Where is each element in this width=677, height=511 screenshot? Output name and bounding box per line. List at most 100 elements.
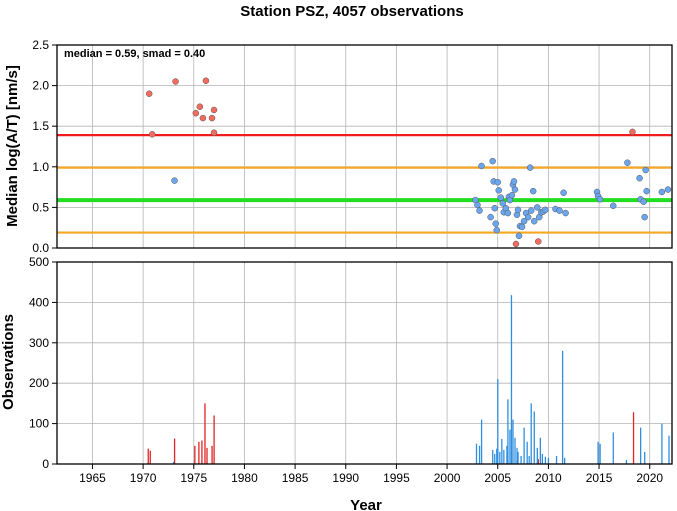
observation-bar [496, 448, 498, 464]
x-tick-label: 2000 [434, 471, 461, 485]
median-point [524, 213, 532, 221]
observations-bars [147, 295, 670, 464]
median-point [476, 207, 483, 214]
median-point [202, 77, 210, 84]
median-point [508, 191, 516, 199]
median-point [511, 186, 519, 193]
observations-y-tick-label: 300 [29, 336, 49, 350]
observation-bar [661, 423, 663, 464]
median-y-axis-title: Median log(A/T) [nm/s] [4, 65, 21, 227]
observation-bar [173, 438, 176, 464]
observation-bar [597, 441, 599, 464]
median-y-ticks: 0.00.51.01.52.02.5 [32, 38, 57, 255]
observation-bar [514, 437, 516, 464]
x-tick-label: 1980 [231, 471, 258, 485]
median-point [629, 128, 636, 136]
observation-bar [528, 455, 530, 464]
median-panel: 0.00.51.01.52.02.5 median = 0.59, smad =… [4, 38, 673, 255]
observation-bar [547, 457, 550, 464]
median-point [489, 157, 496, 165]
median-point [510, 178, 518, 185]
observations-y-tick-label: 0 [42, 457, 49, 471]
observation-bar [147, 448, 149, 464]
observation-bar [668, 435, 670, 464]
observation-bar [507, 399, 509, 464]
observation-bar [475, 443, 478, 464]
observations-y-tick-label: 200 [29, 376, 49, 390]
median-point [192, 109, 200, 117]
observation-bar [632, 412, 635, 464]
median-point [487, 213, 494, 221]
median-point [210, 106, 218, 114]
observations-y-axis-title: Observations [0, 314, 17, 410]
observation-bar [533, 411, 535, 464]
median-point [495, 187, 502, 194]
median-point [515, 232, 523, 240]
median-point [208, 114, 216, 122]
median-point [478, 162, 485, 170]
observation-bar [497, 379, 499, 464]
median-point [518, 223, 526, 231]
observation-bar [544, 456, 547, 464]
median-point [527, 207, 535, 214]
median-point [529, 187, 537, 195]
median-point [609, 202, 617, 210]
median-point [643, 187, 650, 195]
x-tick-label: 2015 [586, 471, 613, 485]
chart-title: Station PSZ, 4057 observations [240, 3, 463, 20]
median-point [533, 204, 541, 211]
median-y-tick-label: 0.5 [32, 200, 49, 214]
median-points [145, 77, 672, 248]
x-tick-label: 1995 [383, 471, 410, 485]
observation-bar [211, 445, 213, 464]
median-point [535, 238, 542, 245]
observation-bar [526, 441, 528, 464]
observations-y-tick-label: 100 [29, 417, 49, 431]
median-point [199, 114, 207, 122]
median-point [636, 174, 643, 182]
median-point [520, 217, 528, 225]
observation-bar [555, 455, 558, 464]
observation-bar [536, 447, 538, 464]
x-tick-label: 2010 [535, 471, 562, 485]
median-panel-grid [57, 44, 672, 249]
median-point [640, 198, 647, 205]
median-point [542, 206, 549, 214]
median-point [499, 200, 507, 207]
observation-bar [499, 451, 501, 464]
x-tick-label: 2020 [636, 471, 663, 485]
observation-bar [213, 415, 215, 464]
x-tick-label: 1990 [332, 471, 359, 485]
observations-y-tick-label: 500 [29, 255, 49, 269]
median-y-tick-label: 1.5 [32, 119, 49, 133]
observation-bar [537, 459, 539, 464]
median-point [493, 226, 500, 234]
median-point [624, 159, 631, 166]
median-point [491, 204, 498, 212]
observation-bar [564, 457, 566, 464]
observation-bar [612, 432, 614, 464]
median-point [562, 209, 569, 217]
median-point [658, 188, 666, 196]
x-axis-title: Year [350, 497, 382, 511]
observation-bar [509, 429, 511, 464]
median-y-tick-label: 2.5 [32, 38, 49, 52]
observation-bar [516, 447, 518, 464]
observation-bar [172, 461, 175, 464]
median-point [664, 186, 672, 193]
observation-bar [520, 455, 522, 464]
observation-bar [480, 419, 483, 464]
observation-bar [198, 441, 200, 464]
observations-panel-grid [57, 261, 672, 465]
observation-bar [625, 459, 628, 464]
median-point [556, 207, 563, 214]
observations-y-ticks: 0 100 200 300 400 500 [29, 255, 57, 471]
median-point [171, 177, 178, 184]
observations-y-tick-label: 400 [29, 295, 49, 309]
x-tick-label: 1985 [282, 471, 309, 485]
observation-bar [639, 427, 642, 464]
observation-bar [517, 451, 519, 464]
median-point [494, 178, 501, 186]
